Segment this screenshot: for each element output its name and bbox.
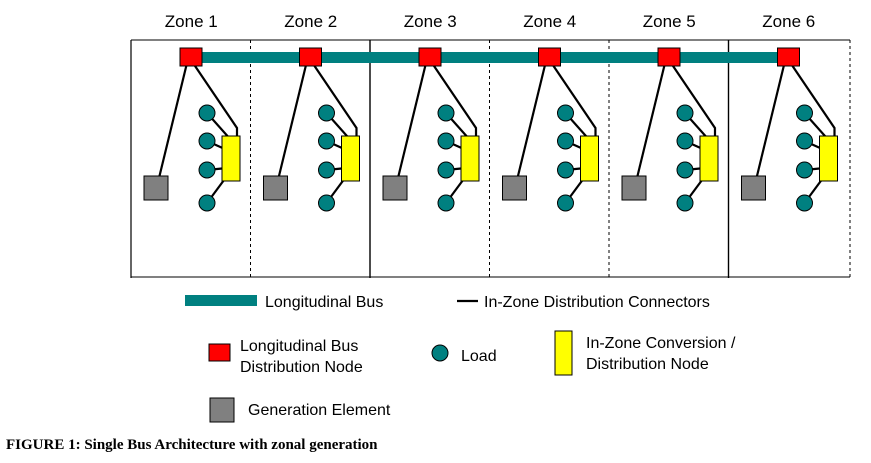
load — [198, 194, 216, 212]
bus-distribution-node — [418, 47, 442, 67]
legend-load-label: Load — [461, 348, 497, 365]
load — [198, 132, 216, 150]
in-zone-connector — [311, 62, 358, 136]
in-zone-connector — [431, 62, 478, 136]
in-zone-connector — [516, 62, 547, 179]
load — [796, 161, 813, 179]
generation-element — [502, 175, 527, 201]
load — [437, 161, 455, 179]
conversion-distribution-node — [699, 135, 719, 182]
generation-element — [741, 175, 766, 201]
bus-distribution-node — [657, 47, 681, 67]
load — [676, 132, 694, 150]
legend-bus-node-label-line1: Longitudinal Bus — [240, 338, 358, 355]
in-zone-connector — [192, 62, 239, 136]
load — [318, 194, 335, 212]
in-zone-connector — [550, 62, 597, 136]
conversion-distribution-node — [580, 135, 599, 182]
legend-conversion-label-line1: In-Zone Conversion / — [586, 335, 736, 352]
generation-element — [143, 175, 169, 201]
legend-load-swatch — [431, 344, 449, 362]
legend: Longitudinal Bus In-Zone Distribution Co… — [185, 294, 736, 423]
in-zone-connector — [755, 62, 786, 179]
load — [796, 132, 813, 150]
load — [676, 194, 694, 212]
load — [198, 104, 216, 122]
zone-3 — [382, 47, 480, 212]
generation-element — [382, 175, 408, 201]
zone-2 — [263, 47, 360, 212]
in-zone-connector — [396, 62, 428, 179]
zone-4 — [502, 47, 599, 212]
load — [676, 161, 694, 179]
load — [437, 194, 455, 212]
figure-caption: FIGURE 1: Single Bus Architecture with z… — [6, 437, 378, 453]
conversion-distribution-node — [819, 135, 838, 182]
load — [796, 194, 813, 212]
load — [318, 132, 335, 150]
in-zone-connector — [157, 62, 189, 179]
load — [676, 104, 694, 122]
legend-generation-swatch — [209, 397, 235, 423]
zone-label: Zone 6 — [762, 12, 815, 31]
in-zone-connector — [789, 62, 836, 136]
conversion-distribution-node — [341, 135, 360, 182]
load — [198, 161, 216, 179]
in-zone-connector — [277, 62, 308, 179]
load — [318, 104, 335, 122]
generation-element — [621, 175, 647, 201]
zone-label: Zone 3 — [404, 12, 457, 31]
legend-bus-node-label-line2: Distribution Node — [240, 359, 363, 376]
bus-distribution-node — [777, 47, 800, 67]
load — [557, 104, 574, 122]
zone-label: Zone 2 — [284, 12, 337, 31]
legend-bus-swatch — [185, 295, 257, 306]
legend-conversion-label-line2: Distribution Node — [586, 356, 709, 373]
conversion-distribution-node — [221, 135, 241, 182]
legend-conversion-swatch — [554, 330, 573, 376]
legend-in-zone-connectors-label: In-Zone Distribution Connectors — [484, 294, 710, 311]
zone-6 — [741, 47, 838, 212]
load — [437, 132, 455, 150]
bus-distribution-node — [299, 47, 322, 67]
legend-longitudinal-bus-label: Longitudinal Bus — [265, 294, 383, 311]
load — [557, 161, 574, 179]
conversion-distribution-node — [460, 135, 480, 182]
load — [557, 132, 574, 150]
longitudinal-bus — [180, 52, 792, 63]
bus-distribution-node — [179, 47, 203, 67]
zone-5 — [621, 47, 719, 212]
load — [437, 104, 455, 122]
zone-label: Zone 4 — [523, 12, 576, 31]
load — [318, 161, 335, 179]
legend-bus-node-swatch — [208, 343, 231, 362]
generation-element — [263, 175, 288, 201]
load — [557, 194, 574, 212]
in-zone-connector — [670, 62, 717, 136]
zone-label: Zone 5 — [643, 12, 696, 31]
zone-label: Zone 1 — [165, 12, 218, 31]
load — [796, 104, 813, 122]
zone-1 — [143, 47, 241, 212]
in-zone-connector — [635, 62, 667, 179]
legend-generation-label: Generation Element — [248, 402, 391, 419]
bus-distribution-node — [538, 47, 561, 67]
